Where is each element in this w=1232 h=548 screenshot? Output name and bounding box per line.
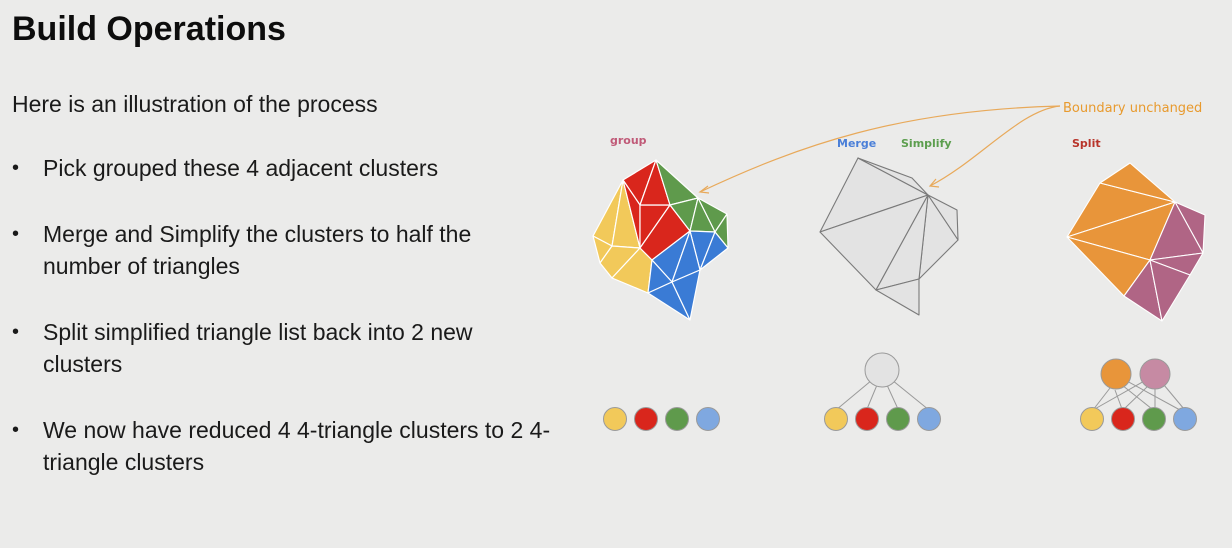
dag-edge (1092, 379, 1147, 411)
yellow-cluster-node (824, 407, 848, 431)
red-triangle (639, 204, 691, 261)
red-triangle (622, 179, 641, 249)
red-triangle (639, 204, 671, 249)
merged-cluster-node (864, 352, 900, 388)
orange-cluster-node (1100, 358, 1132, 390)
red-cluster-node (1111, 407, 1135, 431)
blue-triangle (671, 269, 701, 321)
split-label: Split (1072, 137, 1101, 150)
yellow-cluster-node (1080, 407, 1104, 431)
gray-triangle (875, 278, 920, 316)
red-triangle (639, 159, 671, 206)
dag-edge (1124, 379, 1181, 411)
yellow-triangle (599, 245, 641, 279)
cluster-nodes-merged (824, 352, 941, 431)
blue-triangle (671, 230, 701, 283)
dag-edge (1092, 387, 1111, 411)
yellow-cluster-node (603, 407, 627, 431)
yellow-triangle (592, 235, 613, 264)
merge-label: Merge (837, 137, 876, 150)
dag-edge (1123, 385, 1149, 410)
dag-edge (1121, 384, 1153, 410)
green-triangle (689, 197, 716, 233)
blue-cluster-node (696, 407, 720, 431)
simplify-label: Simplify (901, 137, 952, 150)
blue-triangle (699, 231, 729, 271)
green-cluster-node (665, 407, 689, 431)
dag-edge (1114, 389, 1123, 410)
blue-cluster-node (917, 407, 941, 431)
gray-triangle (819, 194, 929, 291)
yellow-triangle (611, 179, 641, 249)
slide-title: Build Operations (12, 10, 286, 48)
dag-edge (886, 384, 899, 410)
dag-edge (891, 379, 930, 411)
arrowhead-icon (698, 185, 710, 194)
gray-triangle (927, 194, 959, 241)
green-triangle (714, 213, 729, 249)
dag-edge (866, 384, 878, 410)
bullet-item: Split simplified triangle list back into… (12, 316, 552, 380)
boundary-unchanged-callout: Boundary unchanged (1063, 101, 1202, 116)
split-clusters-mesh (1066, 162, 1206, 322)
arrow-to-group (699, 105, 1061, 193)
dag-edge (1163, 384, 1185, 410)
bullet-list: Pick grouped these 4 adjacent clusters M… (12, 152, 552, 512)
blue-triangle (651, 230, 691, 283)
orange-triangle (1066, 236, 1151, 297)
blue-triangle (647, 259, 673, 294)
green-triangle (655, 159, 699, 206)
bullet-item: Merge and Simplify the clusters to half … (12, 218, 552, 282)
dag-edge (835, 379, 873, 411)
red-triangle (622, 159, 657, 206)
simplified-mesh (819, 157, 959, 316)
green-cluster-node (886, 407, 910, 431)
orange-triangle (1066, 182, 1176, 238)
gray-triangle (857, 157, 929, 196)
bullet-item: We now have reduced 4 4-triangle cluster… (12, 414, 552, 478)
mauve-triangle (1149, 201, 1204, 261)
cluster-nodes-split (1080, 358, 1197, 431)
gray-triangle (875, 194, 929, 291)
orange-triangle (1066, 201, 1176, 261)
mauve-cluster-node (1139, 358, 1171, 390)
gray-triangle (918, 194, 959, 280)
gray-triangle (819, 157, 929, 233)
yellow-triangle (611, 247, 653, 294)
blue-cluster-node (1173, 407, 1197, 431)
yellow-triangle (592, 179, 624, 247)
blue-triangle (647, 281, 691, 321)
green-triangle (697, 197, 728, 233)
arrowhead-icon (928, 178, 940, 188)
orange-triangle (1099, 162, 1176, 203)
bullet-item: Pick grouped these 4 adjacent clusters (12, 152, 552, 184)
arrow-to-simplified (929, 105, 1061, 187)
intro-text: Here is an illustration of the process (12, 91, 378, 117)
mauve-triangle (1123, 259, 1163, 322)
blue-triangle (689, 230, 716, 271)
red-cluster-node (855, 407, 879, 431)
mauve-triangle (1174, 201, 1206, 254)
green-cluster-node (1142, 407, 1166, 431)
mauve-triangle (1149, 252, 1204, 276)
red-cluster-node (634, 407, 658, 431)
green-triangle (669, 197, 699, 232)
cluster-nodes-group (603, 407, 720, 431)
grouped-clusters-mesh (592, 159, 729, 321)
group-label: group (610, 134, 647, 147)
mauve-triangle (1149, 259, 1191, 322)
callout-arrows (698, 105, 1061, 194)
